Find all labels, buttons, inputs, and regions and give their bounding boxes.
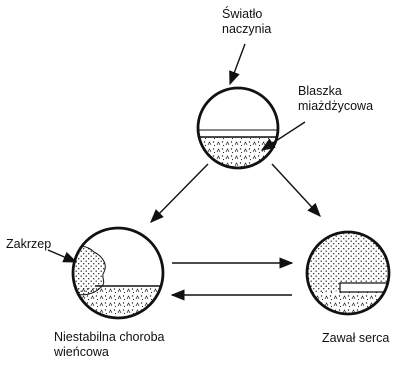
label-plaque: Blaszka miażdżycowa [298,84,373,114]
label-thrombus: Zakrzep [6,237,51,252]
label-unstable-line2: wieńcowa [54,345,165,360]
label-vessel-lumen-line1: Światło [222,7,271,22]
arrow-to-unstable [151,164,208,222]
arrow-to-infarction [272,164,320,216]
label-unstable-disease: Niestabilna choroba wieńcowa [54,330,165,360]
vessel-thrombus [70,228,170,326]
label-myocardial-infarction: Zawał serca [322,331,389,346]
label-vessel-lumen-line2: naczynia [222,22,271,37]
label-plaque-line2: miażdżycowa [298,99,373,114]
label-unstable-line1: Niestabilna choroba [54,330,165,345]
label-vessel-lumen: Światło naczynia [222,7,271,37]
vessel-occluded [305,230,394,322]
pointer-thrombus [48,250,76,262]
label-plaque-line1: Blaszka [298,84,373,99]
pointer-vessel-lumen [230,44,245,84]
vessel-stable-plaque [196,88,280,173]
